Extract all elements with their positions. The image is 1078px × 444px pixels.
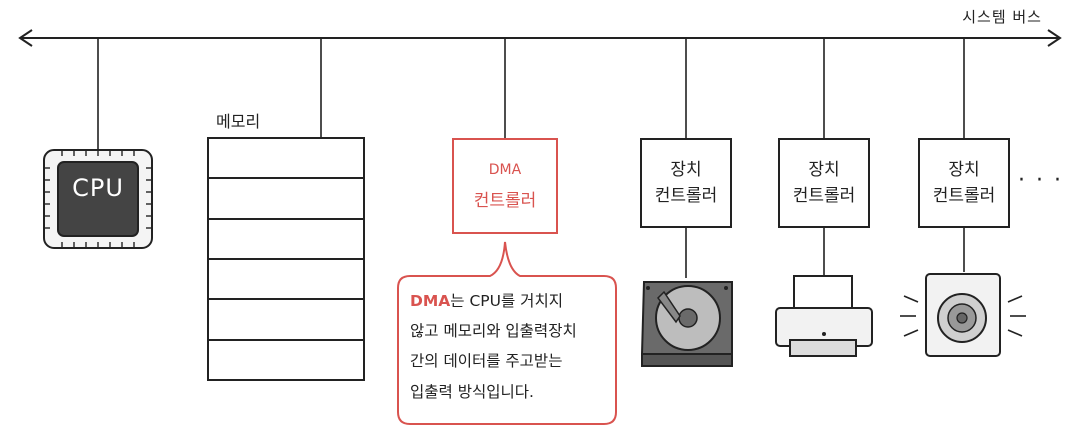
callout-text: DMA는 CPU를 거치지 않고 메모리와 입출력장치 간의 데이터를 주고받는… xyxy=(410,286,610,407)
device-controller-line2: 컨트롤러 xyxy=(792,186,856,206)
system-bus-label: 시스템 버스 xyxy=(962,8,1042,26)
callout-line-1: DMA는 CPU를 거치지 xyxy=(410,286,610,316)
cpu-chip-icon xyxy=(43,149,153,249)
dma-controller-line2: 컨트롤러 xyxy=(473,190,537,211)
device-controller-line2: 컨트롤러 xyxy=(932,186,996,206)
device-controller-line1: 장치 xyxy=(948,159,980,180)
device-controller-box-1: 장치 컨트롤러 xyxy=(640,138,732,228)
device-controller-line1: 장치 xyxy=(808,159,840,180)
device-controller-line1: 장치 xyxy=(670,159,702,180)
bus-connectors xyxy=(97,38,965,278)
more-devices-ellipsis: · · · xyxy=(1018,168,1063,193)
hard-disk-icon xyxy=(640,281,733,367)
dma-controller-line1: DMA xyxy=(488,161,522,178)
callout-line-4: 입출력 방식입니다. xyxy=(410,382,534,401)
system-bus xyxy=(18,29,1062,47)
speaker-icon xyxy=(900,273,1026,357)
callout-line-3: 간의 데이터를 주고받는 xyxy=(410,352,563,371)
callout-line-2: 않고 메모리와 입출력장치 xyxy=(410,322,577,341)
callout-bubble xyxy=(397,241,617,425)
device-controller-line2: 컨트롤러 xyxy=(654,186,718,206)
dma-controller-box: DMA 컨트롤러 xyxy=(452,138,558,234)
printer-icon xyxy=(775,275,873,357)
device-controller-box-3: 장치 컨트롤러 xyxy=(918,138,1010,228)
cpu-label: CPU xyxy=(72,174,124,202)
memory-block xyxy=(207,137,365,381)
callout-line-1-rest: 는 CPU를 거치지 xyxy=(450,292,563,310)
callout-highlight: DMA xyxy=(410,292,451,310)
memory-label: 메모리 xyxy=(216,112,261,131)
device-controller-box-2: 장치 컨트롤러 xyxy=(778,138,870,228)
